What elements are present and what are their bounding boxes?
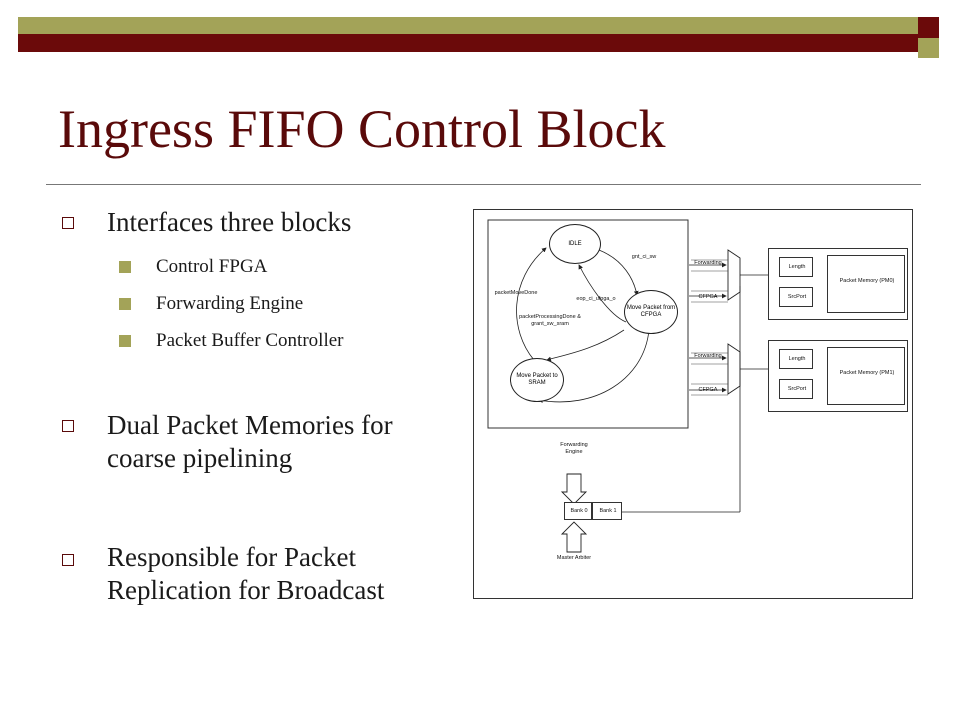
bank-1-label: Bank 1	[599, 508, 617, 514]
slide-title: Ingress FIFO Control Block	[58, 99, 666, 159]
bullet-text: Dual Packet Memories for coarse pipelini…	[107, 410, 393, 473]
title-divider	[46, 184, 921, 185]
transition-label: packetMoveDone	[494, 290, 538, 296]
state-move-from-cfpga: Move Packet from CFPGA	[624, 290, 678, 334]
srcport-label: SrcPort	[787, 386, 807, 392]
sub-bullet-text: Forwarding Engine	[156, 293, 304, 314]
port-label-forwarding: Forwarding	[694, 260, 722, 266]
master-arbiter-label: Master Arbiter	[556, 555, 592, 561]
top-bar-maroon	[18, 34, 918, 52]
srcport-box: SrcPort	[779, 287, 813, 307]
top-corner-square-olive	[918, 38, 939, 58]
srcport-box: SrcPort	[779, 379, 813, 399]
memory-unit-0: Length SrcPort Packet Memory (PM0)	[768, 248, 908, 320]
state-move-to-sram: Move Packet to SRAM	[510, 358, 564, 402]
state-idle: IDLE	[549, 224, 601, 264]
sub-bullet-text: Packet Buffer Controller	[156, 330, 344, 351]
length-box: Length	[779, 349, 813, 369]
bullet-text: Interfaces three blocks	[107, 207, 352, 237]
diagram-connectors	[487, 219, 768, 553]
sub-bullet-icon	[119, 298, 131, 310]
length-label: Length	[788, 356, 806, 362]
memory-unit-1: Length SrcPort Packet Memory (PM1)	[768, 340, 908, 412]
port-label-cfpga: CFPGA	[698, 387, 718, 393]
packet-memory-box: Packet Memory (PM1)	[827, 347, 905, 405]
square-bullet-icon	[62, 554, 74, 566]
port-label-cfpga: CFPGA	[698, 294, 718, 300]
top-decor-bar	[18, 17, 940, 58]
sub-bullet-icon	[119, 261, 131, 273]
packet-memory-label: Packet Memory (PM1)	[839, 370, 895, 376]
block-diagram: IDLE Move Packet from CFPGA Move Packet …	[473, 209, 913, 599]
srcport-label: SrcPort	[787, 294, 807, 300]
bank-0-box: Bank 0	[564, 502, 592, 520]
transition-label: gnt_ci_sw	[631, 254, 657, 260]
top-corner-square-maroon	[918, 17, 939, 38]
packet-memory-box: Packet Memory (PM0)	[827, 255, 905, 313]
transition-label: packetProcessingDone & grant_sw_sram	[519, 314, 581, 327]
length-box: Length	[779, 257, 813, 277]
packet-memory-label: Packet Memory (PM0)	[839, 278, 895, 284]
square-bullet-icon	[62, 420, 74, 432]
sub-bullet-icon	[119, 335, 131, 347]
bank-0-label: Bank 0	[570, 508, 588, 514]
bank-1-box: Bank 1	[592, 502, 622, 520]
length-label: Length	[788, 264, 806, 270]
sub-bullet-text: Control FPGA	[156, 256, 268, 277]
top-bar-olive	[18, 17, 918, 34]
bullet-text: Responsible for Packet Replication for B…	[107, 542, 385, 605]
transition-label: eop_ci_ufpga_o	[576, 296, 616, 302]
square-bullet-icon	[62, 217, 74, 229]
port-label-forwarding: Forwarding	[694, 353, 722, 359]
forwarding-engine-label: Forwarding Engine	[560, 442, 588, 455]
